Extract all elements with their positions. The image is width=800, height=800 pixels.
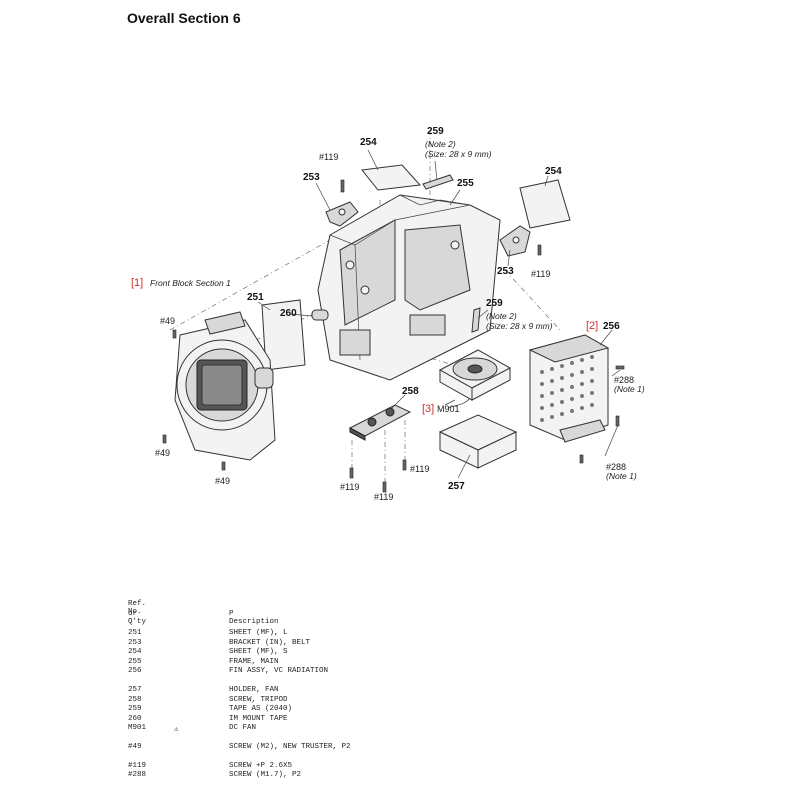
callout-259-top: 259: [427, 126, 444, 137]
callout-259-right-size: (Size: 28 x 9 mm): [486, 321, 553, 331]
callout-49-top: #49: [160, 316, 175, 326]
callout-259-top-note: (Note 2): [425, 139, 456, 149]
callout-251: 251: [247, 292, 264, 303]
bracket-253-left: [325, 201, 359, 227]
front-block: [174, 311, 276, 461]
tape-259-right: [471, 307, 481, 333]
row-ref: 259: [128, 705, 142, 714]
screws: [162, 179, 625, 493]
callout-119-tripod-right: #119: [410, 464, 429, 474]
leader-lines: [257, 149, 621, 479]
row-description: SCREW (M1.7), P2: [229, 771, 302, 780]
row-description: SHEET (MF), L: [229, 629, 288, 637]
callout-254-top: 254: [360, 137, 377, 148]
callout-119-tripod-center: #119: [374, 492, 393, 502]
callout-257: 257: [448, 481, 465, 492]
callout-253-right: 253: [497, 266, 514, 277]
callout-260: 260: [280, 308, 297, 319]
row-ref: M901: [128, 724, 147, 733]
callout-49-left: #49: [155, 448, 170, 458]
callout-119-right: #119: [531, 269, 550, 279]
ref-2: [2]: [586, 320, 598, 332]
row-description: SCREW (M2), NEW TRUSTER, P2: [229, 742, 351, 751]
callout-259-right-note: (Note 2): [486, 311, 517, 321]
row-description: DC FAN: [229, 724, 257, 733]
row-ref: 254: [128, 648, 142, 657]
main-frame-255: [317, 194, 501, 381]
callout-49-bottom: #49: [215, 476, 230, 486]
tape-259-top: [422, 174, 454, 190]
tripod-block-258: [348, 404, 412, 485]
callout-259-right: 259: [486, 298, 503, 309]
row-ref: 257: [128, 685, 142, 694]
row-ref: 251: [128, 629, 142, 637]
sheet-254-top: [361, 164, 422, 191]
row-ref: #288: [128, 771, 147, 780]
row-ref: 253: [128, 638, 142, 647]
bracket-253-right: [499, 225, 531, 257]
header-or-qty: or Q'ty: [128, 610, 147, 626]
callout-119-top: #119: [319, 152, 338, 162]
row-description: TAPE AS (2040): [229, 705, 293, 714]
row-ref: 260: [128, 714, 142, 723]
sheet-251: [261, 299, 306, 371]
row-ref: #119: [128, 761, 147, 770]
callout-288-bottom: #288: [606, 462, 626, 472]
sheet-254-right: [519, 179, 571, 229]
row-description: SCREW +P 2.6X5: [229, 761, 293, 770]
callout-255: 255: [457, 178, 474, 189]
callout-119-tripod-left: #119: [340, 482, 359, 492]
dc-fan-m901: [438, 349, 512, 409]
callout-288-bottom-note: (Note 1): [606, 471, 637, 481]
row-ref: 255: [128, 657, 142, 666]
row-description: FRAME, MAIN: [229, 657, 279, 666]
callout-254-right: 254: [545, 166, 562, 177]
callout-m901: M901: [437, 404, 460, 414]
callout-259-top-size: (Size: 28 x 9 mm): [425, 149, 492, 159]
callout-256: 256: [603, 321, 620, 332]
ref-front-block-num: [1]: [131, 277, 143, 289]
row-description: IM MOUNT TAPE: [229, 714, 288, 723]
row-ref: 258: [128, 695, 142, 704]
page-title: Overall Section 6: [127, 10, 241, 26]
fin-assy-256: [528, 334, 610, 443]
header-ref-no: Ref. No.: [128, 600, 147, 616]
row-ref: #49: [128, 742, 142, 751]
ref-front-block-text: Front Block Section 1: [150, 278, 231, 288]
row-ref: 256: [128, 667, 142, 676]
row-description: FIN ASSY, VC RADIATION: [229, 667, 329, 676]
row-description: SHEET (MF), S: [229, 648, 288, 657]
row-description: HOLDER, FAN: [229, 685, 279, 694]
row-description: SCREW, TRIPOD: [229, 695, 288, 704]
row-description: BRACKET (IN), BELT: [229, 638, 311, 647]
callout-253-left: 253: [303, 172, 320, 183]
row-safety-mark: ⚠: [174, 726, 179, 735]
header-description: P Description: [229, 610, 279, 626]
callout-258: 258: [402, 386, 419, 397]
callout-288-right-note: (Note 1): [614, 384, 645, 394]
fan-holder-257: [438, 414, 518, 469]
callout-288-right: #288: [614, 375, 634, 385]
ref-3: [3]: [422, 403, 434, 415]
tape-260: [311, 309, 329, 321]
